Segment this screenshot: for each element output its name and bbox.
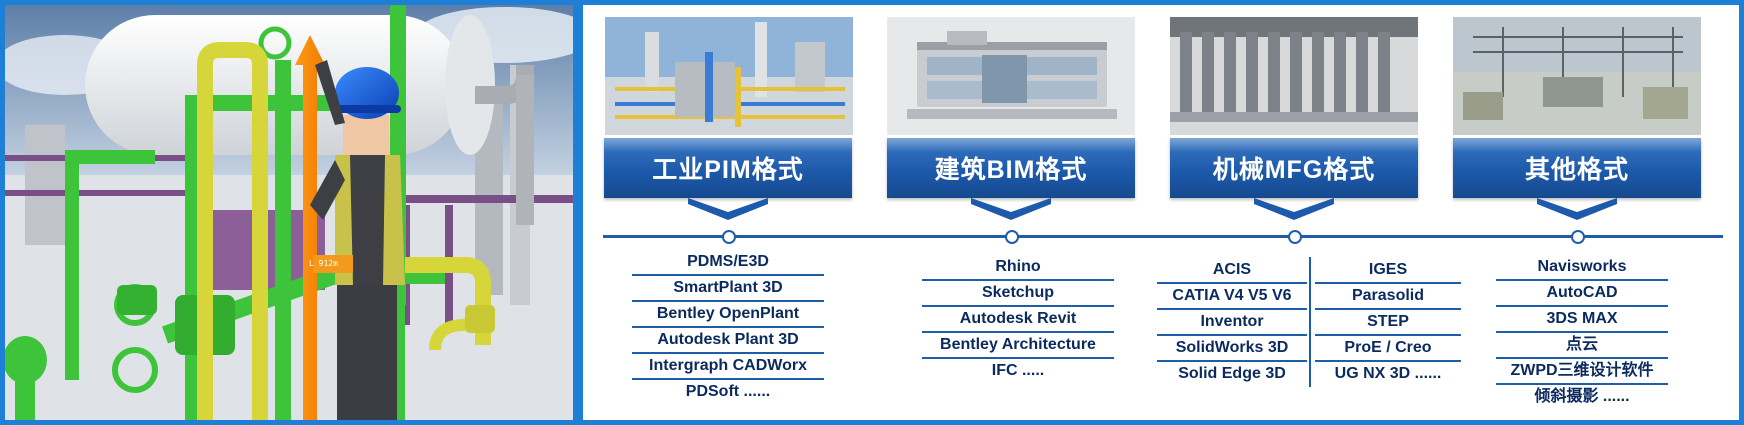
category-title-bim: 建筑BIM格式 xyxy=(887,138,1135,198)
building-render-icon xyxy=(887,17,1135,135)
timeline-node xyxy=(1005,230,1019,244)
mfg-column-divider xyxy=(1309,257,1311,387)
list-item: Autodesk Revit xyxy=(922,307,1114,333)
category-title-other: 其他格式 xyxy=(1453,138,1701,198)
chevron-down-icon xyxy=(688,198,768,220)
timeline-line xyxy=(603,235,1723,238)
list-item: CATIA V4 V5 V6 xyxy=(1157,284,1307,310)
list-item: 3DS MAX xyxy=(1496,307,1668,333)
format-list-pim: PDMS/E3D SmartPlant 3D Bentley OpenPlant… xyxy=(632,250,824,406)
list-item: ZWPD三维设计软件 xyxy=(1496,359,1668,385)
thumbnail-building xyxy=(887,17,1135,135)
chevron-down-icon xyxy=(1537,198,1617,220)
list-item: Autodesk Plant 3D xyxy=(632,328,824,354)
format-list-bim: Rhino Sketchup Autodesk Revit Bentley Ar… xyxy=(922,255,1114,385)
list-item: ACIS xyxy=(1157,258,1307,284)
list-item: Parasolid xyxy=(1315,284,1461,310)
list-item: AutoCAD xyxy=(1496,281,1668,307)
mechanical-assembly-render-icon xyxy=(1170,17,1418,135)
list-item: ProE / Creo xyxy=(1315,336,1461,362)
timeline-node xyxy=(1571,230,1585,244)
list-item: 点云 xyxy=(1496,333,1668,359)
list-item: Sketchup xyxy=(922,281,1114,307)
thumbnail-substation xyxy=(1453,17,1701,135)
format-list-mfg-right: IGES Parasolid STEP ProE / Creo UG NX 3D… xyxy=(1315,258,1461,388)
substation-render-icon xyxy=(1453,17,1701,135)
timeline-node xyxy=(1288,230,1302,244)
list-item: UG NX 3D ...... xyxy=(1334,365,1442,382)
plant-3d-scene: L 912m xyxy=(5,5,573,420)
list-item: SmartPlant 3D xyxy=(632,276,824,302)
chevron-down-icon xyxy=(971,198,1051,220)
list-item: IGES xyxy=(1315,258,1461,284)
format-panel: 工业PIM格式 建筑BIM格式 机械MFG格式 其他格式 xyxy=(583,5,1739,420)
industrial-plant-render-icon xyxy=(605,17,853,135)
category-title-bim-label: 建筑BIM格式 xyxy=(934,156,1088,184)
list-item: Intergraph CADWorx xyxy=(632,354,824,380)
category-title-pim-label: 工业PIM格式 xyxy=(652,156,804,184)
format-list-mfg-left: ACIS CATIA V4 V5 V6 Inventor SolidWorks … xyxy=(1157,258,1307,388)
list-item: Rhino xyxy=(922,255,1114,281)
chevron-down-icon xyxy=(1254,198,1334,220)
category-title-mfg: 机械MFG格式 xyxy=(1170,138,1418,198)
category-title-other-label: 其他格式 xyxy=(1524,156,1629,184)
thumbnail-mechanical xyxy=(1170,17,1418,135)
timeline-node xyxy=(722,230,736,244)
list-item: Bentley Architecture xyxy=(922,333,1114,359)
list-item: Navisworks xyxy=(1496,255,1668,281)
list-item: Solid Edge 3D xyxy=(1178,365,1286,382)
list-item: STEP xyxy=(1315,310,1461,336)
list-item: SolidWorks 3D xyxy=(1157,336,1307,362)
measurement-tag: L 912m xyxy=(309,259,338,268)
left-scene-frame: L 912m xyxy=(0,0,578,425)
list-item: Inventor xyxy=(1157,310,1307,336)
plant-scene-illustration xyxy=(5,5,573,420)
list-item: PDMS/E3D xyxy=(632,250,824,276)
format-list-other: Navisworks AutoCAD 3DS MAX 点云 ZWPD三维设计软件… xyxy=(1496,255,1668,411)
category-title-pim: 工业PIM格式 xyxy=(604,138,852,198)
category-title-mfg-label: 机械MFG格式 xyxy=(1212,156,1376,184)
list-item: 倾斜摄影 ...... xyxy=(1534,388,1630,405)
list-item: IFC ..... xyxy=(991,362,1045,379)
list-item: PDSoft ...... xyxy=(685,383,771,400)
list-item: Bentley OpenPlant xyxy=(632,302,824,328)
thumbnail-industrial-plant xyxy=(605,17,853,135)
format-panel-frame: 工业PIM格式 建筑BIM格式 机械MFG格式 其他格式 xyxy=(578,0,1744,425)
